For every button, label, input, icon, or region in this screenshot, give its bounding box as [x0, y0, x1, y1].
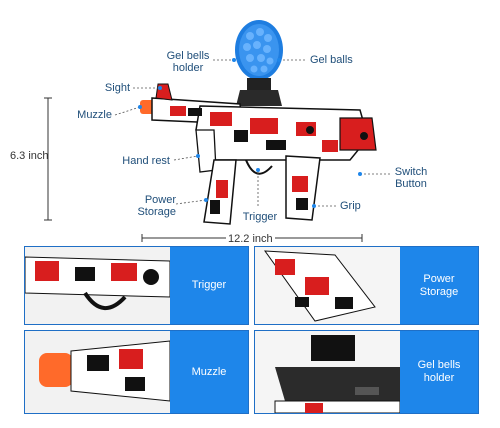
gel-bells-holder-detail-photo: [255, 331, 400, 413]
height-dimension-label: 6.3 inch: [10, 150, 49, 162]
detail-label-trigger: Trigger: [170, 247, 248, 324]
height-dimension-line: [44, 97, 52, 221]
detail-panel-muzzle: Muzzle: [24, 330, 249, 414]
detail-panel-power-storage: Power Storage: [254, 246, 479, 325]
gun-body: [140, 83, 377, 225]
detail-label-gel-bells-holder: Gel bells holder: [400, 331, 478, 413]
power-storage-detail-photo: [255, 247, 400, 324]
detail-label-power-storage: Power Storage: [400, 247, 478, 324]
callout-grip: Grip: [340, 200, 361, 212]
callout-muzzle: Muzzle: [77, 109, 112, 121]
detail-panel-trigger: Trigger: [24, 246, 249, 325]
trigger-detail-photo: [25, 247, 170, 324]
length-dimension-label: 12.2 inch: [226, 233, 275, 245]
muzzle-detail-photo: [25, 331, 170, 413]
callout-switch-button: Switch Button: [394, 166, 428, 190]
callout-lines: [114, 59, 390, 207]
callout-sight: Sight: [104, 82, 130, 94]
callout-power-storage: Power Storage: [137, 194, 176, 218]
gel-ball-hopper: [235, 20, 283, 106]
callout-gel-balls: Gel balls: [310, 54, 353, 66]
callout-hand-rest: Hand rest: [122, 155, 170, 167]
detail-label-muzzle: Muzzle: [170, 331, 248, 413]
callout-gel-bells-holder: Gel bells holder: [166, 50, 210, 74]
callout-dots: [138, 58, 362, 208]
callout-trigger: Trigger: [242, 211, 278, 223]
detail-panel-gel-bells-holder: Gel bells holder: [254, 330, 479, 414]
